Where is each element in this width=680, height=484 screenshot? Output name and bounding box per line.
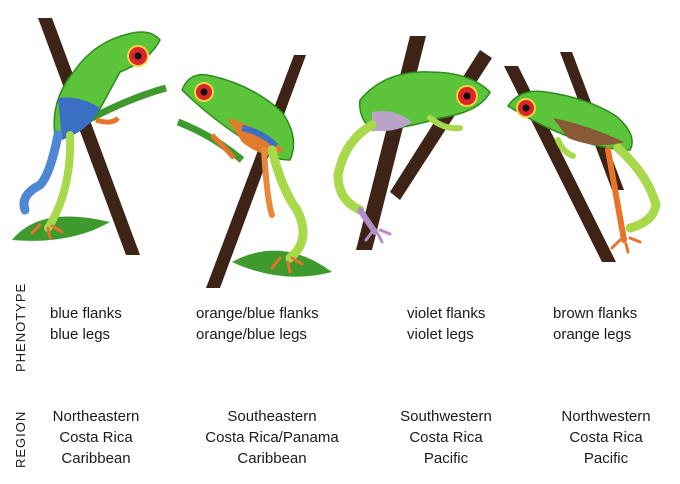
flank [58,97,100,140]
flank [372,111,412,131]
phenotype-text-1: blue flanks blue legs [50,303,122,345]
frog-panel-1 [0,0,170,290]
flank-description: violet flanks [407,305,486,322]
flank-description: blue flanks [50,305,122,322]
flank-description: orange/blue flanks [196,305,319,322]
frog-illustration-2 [176,55,332,288]
flank [553,118,624,146]
region-text-2: Southeastern Costa Rica/Panama Caribbean [205,408,339,467]
branch [38,18,140,255]
frog-illustration-4 [504,52,661,262]
frog-panel-3 [330,0,500,290]
frog-illustration-1 [12,18,167,255]
leg-description: violet legs [407,326,474,343]
region-text-4: Northwestern Costa Rica Pacific [561,408,651,467]
leg [613,143,661,233]
region-side-label: REGION [13,410,28,468]
leaf [12,216,110,241]
frog-illustration-3 [333,36,492,250]
leg [333,120,377,215]
leaf [232,250,332,277]
flank [227,118,284,155]
phenotype-text-2: orange/blue flanks orange/blue legs [196,303,319,345]
leg-description: orange legs [553,326,632,343]
leg-description: blue legs [50,326,111,343]
phenotype-text-4: brown flanks orange legs [553,303,637,345]
region-text-1: Northeastern Costa Rica Caribbean [52,408,140,467]
region-text-3: Southwestern Costa Rica Pacific [400,408,492,467]
phenotype-text-3: violet flanks violet legs [407,303,485,345]
leg [267,145,308,263]
leg-description: orange/blue legs [196,326,307,343]
leg [19,130,63,215]
flank-description: brown flanks [553,305,638,322]
frog-panel-2 [172,0,342,290]
phenotype-side-label: PHENOTYPE [13,282,28,372]
frog-panel-4 [498,0,680,290]
